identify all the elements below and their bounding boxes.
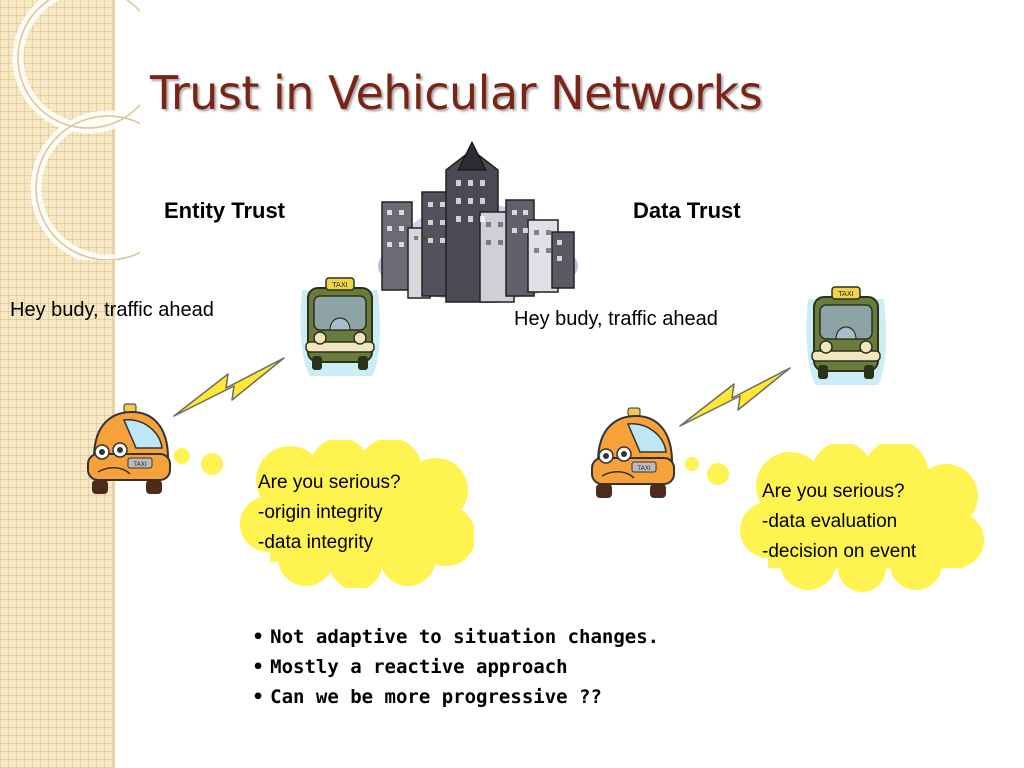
green-taxi-icon: TAXI xyxy=(300,277,380,376)
orange-taxi-icon: TAXI xyxy=(591,407,675,498)
bullet-item: •Mostly a reactive approach xyxy=(252,652,659,682)
conclusion-bullets: •Not adaptive to situation changes. •Mos… xyxy=(252,622,659,712)
thought-cloud-icon xyxy=(740,444,984,592)
orange-taxi-door-text: TAXI xyxy=(636,465,650,472)
city-skyline-icon xyxy=(378,140,578,303)
green-taxi-sign-text: TAXI xyxy=(331,281,347,289)
right-reply-line: -decision on event xyxy=(762,541,917,562)
decorative-rings-icon xyxy=(12,0,140,260)
left-reply-line: -data integrity xyxy=(258,532,374,553)
bullet-dot-icon: • xyxy=(252,656,265,678)
bullet-item: •Can we be more progressive ?? xyxy=(252,682,659,712)
bullet-dot-icon: • xyxy=(252,626,265,648)
left-sender-message: Hey budy, traffic ahead xyxy=(10,299,214,321)
green-taxi-icon: TAXI xyxy=(806,286,886,385)
thought-dots-right xyxy=(685,457,729,485)
lightning-bolt-icon xyxy=(173,357,285,417)
thought-dots-left xyxy=(174,448,223,475)
bullet-item: •Not adaptive to situation changes. xyxy=(252,622,659,652)
slide-title: Trust in Vehicular Networks xyxy=(150,66,763,120)
left-reply-line: -origin integrity xyxy=(258,502,383,523)
left-reply-text: Are you serious? -origin integrity -data… xyxy=(258,468,401,558)
right-reply-line: Are you serious? xyxy=(762,481,905,502)
right-sender-message: Hey budy, traffic ahead xyxy=(514,308,718,330)
bullet-text: Can we be more progressive ?? xyxy=(270,686,602,708)
entity-trust-heading: Entity Trust xyxy=(164,198,286,223)
thought-cloud-icon xyxy=(240,440,474,588)
orange-taxi-door-text: TAXI xyxy=(132,461,146,468)
bullet-dot-icon: • xyxy=(252,686,265,708)
bullet-text: Not adaptive to situation changes. xyxy=(270,626,660,648)
left-reply-line: Are you serious? xyxy=(258,472,401,493)
data-trust-heading: Data Trust xyxy=(633,198,741,223)
right-reply-line: -data evaluation xyxy=(762,511,898,532)
bullet-text: Mostly a reactive approach xyxy=(270,656,568,678)
right-reply-text: Are you serious? -data evaluation -decis… xyxy=(762,477,916,567)
orange-taxi-icon: TAXI xyxy=(87,403,171,494)
strip-border xyxy=(112,0,115,768)
green-taxi-sign-text: TAXI xyxy=(837,290,853,298)
lightning-bolt-icon xyxy=(679,367,791,427)
